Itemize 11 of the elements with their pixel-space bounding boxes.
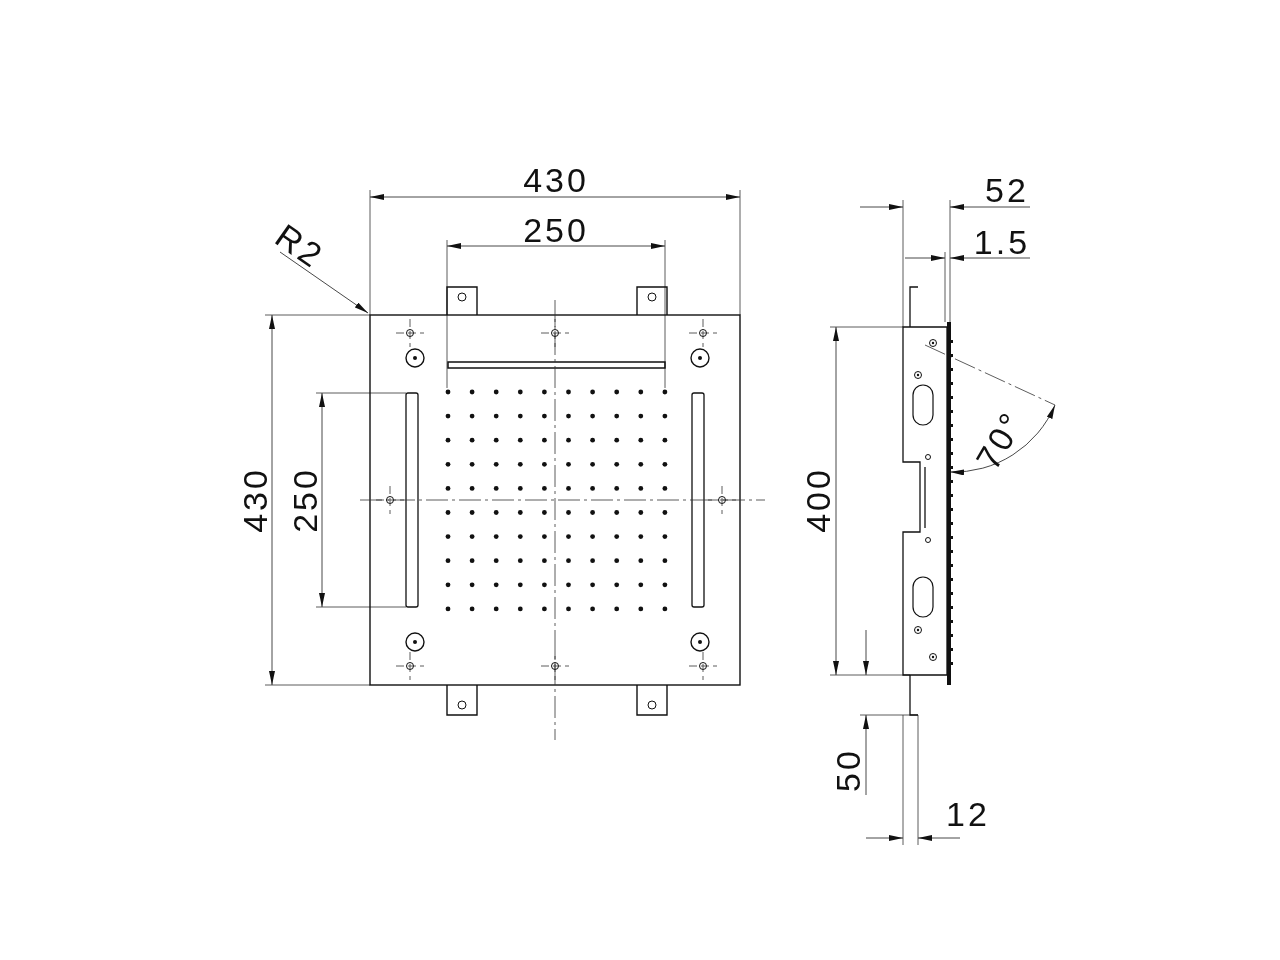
dimension-label: 50 [831, 748, 865, 792]
dimension-label: 12 [946, 797, 990, 831]
dimension-label: 250 [288, 467, 322, 533]
dimension-label: 250 [523, 213, 589, 247]
dimension-label: 1.5 [973, 225, 1031, 259]
dimension-label: R2 [270, 217, 330, 275]
dimension-label: 70° [970, 405, 1030, 475]
dimension-label: 430 [238, 467, 272, 533]
dimension-label: 400 [801, 467, 835, 533]
dimension-label: 430 [523, 163, 589, 197]
dimension-label: 52 [985, 173, 1029, 207]
